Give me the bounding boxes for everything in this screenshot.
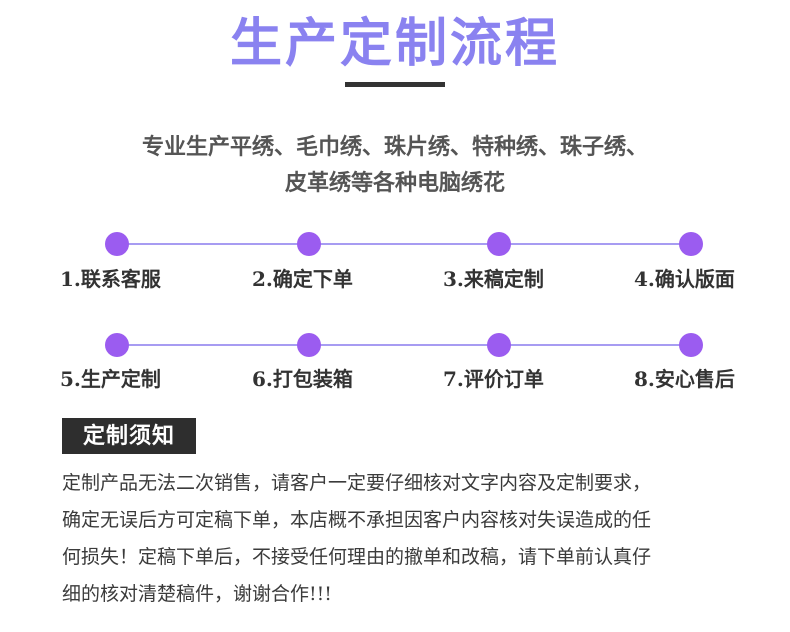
step-label-4: 4.确认版面 (634, 267, 735, 291)
notice-title: 定制须知 (82, 423, 175, 449)
notice-text-line-1: 定制产品无法二次销售，请客户一定要仔细核对文字内容及定制要求， (62, 472, 652, 494)
step-label-7: 7.评价订单 (443, 367, 544, 391)
step-connector-line-row1 (117, 243, 691, 245)
step-label-6: 6.打包装箱 (252, 367, 353, 391)
page-title: 生产定制流程 (229, 13, 560, 74)
step-label-8: 8.安心售后 (634, 367, 735, 391)
step-dot-5 (105, 333, 129, 357)
intro-line-2: 皮革绣等各种电脑绣花 (284, 170, 505, 196)
step-dot-8 (679, 333, 703, 357)
step-label-2: 2.确定下单 (252, 267, 353, 291)
notice-text-line-4: 细的核对清楚稿件，谢谢合作!!! (62, 583, 332, 605)
intro-line-1: 专业生产平绣、毛巾绣、珠片绣、特种绣、珠子绣、 (141, 134, 648, 160)
notice-text-line-3: 何损失！定稿下单后，不接受任何理由的撤单和改稿，请下单前认真仔 (62, 546, 652, 568)
step-connector-line-row2 (117, 344, 691, 346)
step-dot-2 (297, 232, 321, 256)
notice-text-line-2: 确定无误后方可定稿下单，本店概不承担因客户内容核对失误造成的任 (62, 509, 652, 531)
step-label-5: 5.生产定制 (60, 367, 161, 391)
step-dot-1 (105, 232, 129, 256)
step-dot-4 (679, 232, 703, 256)
step-dot-7 (487, 333, 511, 357)
step-dot-3 (487, 232, 511, 256)
notice-title-box: 定制须知 (62, 418, 196, 454)
step-label-3: 3.来稿定制 (443, 267, 544, 291)
step-dot-6 (297, 333, 321, 357)
title-underline (345, 82, 445, 87)
step-label-1: 1.联系客服 (60, 267, 161, 291)
